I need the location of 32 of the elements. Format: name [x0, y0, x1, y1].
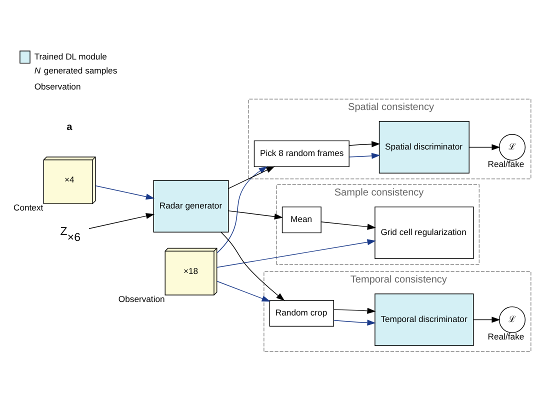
node-box: Random crop	[269, 300, 334, 327]
arrow	[88, 213, 155, 229]
arrow	[334, 308, 376, 314]
node-circle: ℒ	[498, 134, 526, 161]
node-label: Real/fake	[488, 159, 524, 170]
legend-label: N generated samples	[34, 66, 118, 76]
arrow	[216, 239, 376, 268]
arrow	[473, 316, 500, 323]
arrow	[95, 185, 155, 200]
arrow	[228, 210, 284, 220]
arrow	[220, 232, 285, 302]
node-box: Temporal discriminator	[374, 294, 474, 346]
legend-label: Observation	[34, 82, 81, 92]
node-label: Observation	[118, 294, 165, 304]
arrow	[468, 144, 500, 150]
arrow	[216, 166, 268, 254]
node-box: Spatial discriminator	[378, 121, 470, 174]
node-box: Radar generator	[153, 180, 229, 232]
node-label: Real/fake	[488, 332, 524, 342]
node-box: Mean	[282, 206, 322, 234]
label: a	[66, 122, 72, 133]
node-box: Pick 8 random frames	[254, 140, 350, 168]
arrow	[320, 222, 376, 230]
arrow	[216, 280, 271, 302]
arrow	[348, 141, 380, 148]
legend-label: Trained DL module	[34, 51, 107, 62]
node-label: Context	[13, 202, 44, 213]
node-circle: ℒ	[498, 306, 526, 334]
arrow	[348, 152, 380, 159]
arrow	[228, 166, 275, 189]
arrow	[334, 320, 376, 326]
node-box: Grid cell regularization	[374, 206, 474, 260]
